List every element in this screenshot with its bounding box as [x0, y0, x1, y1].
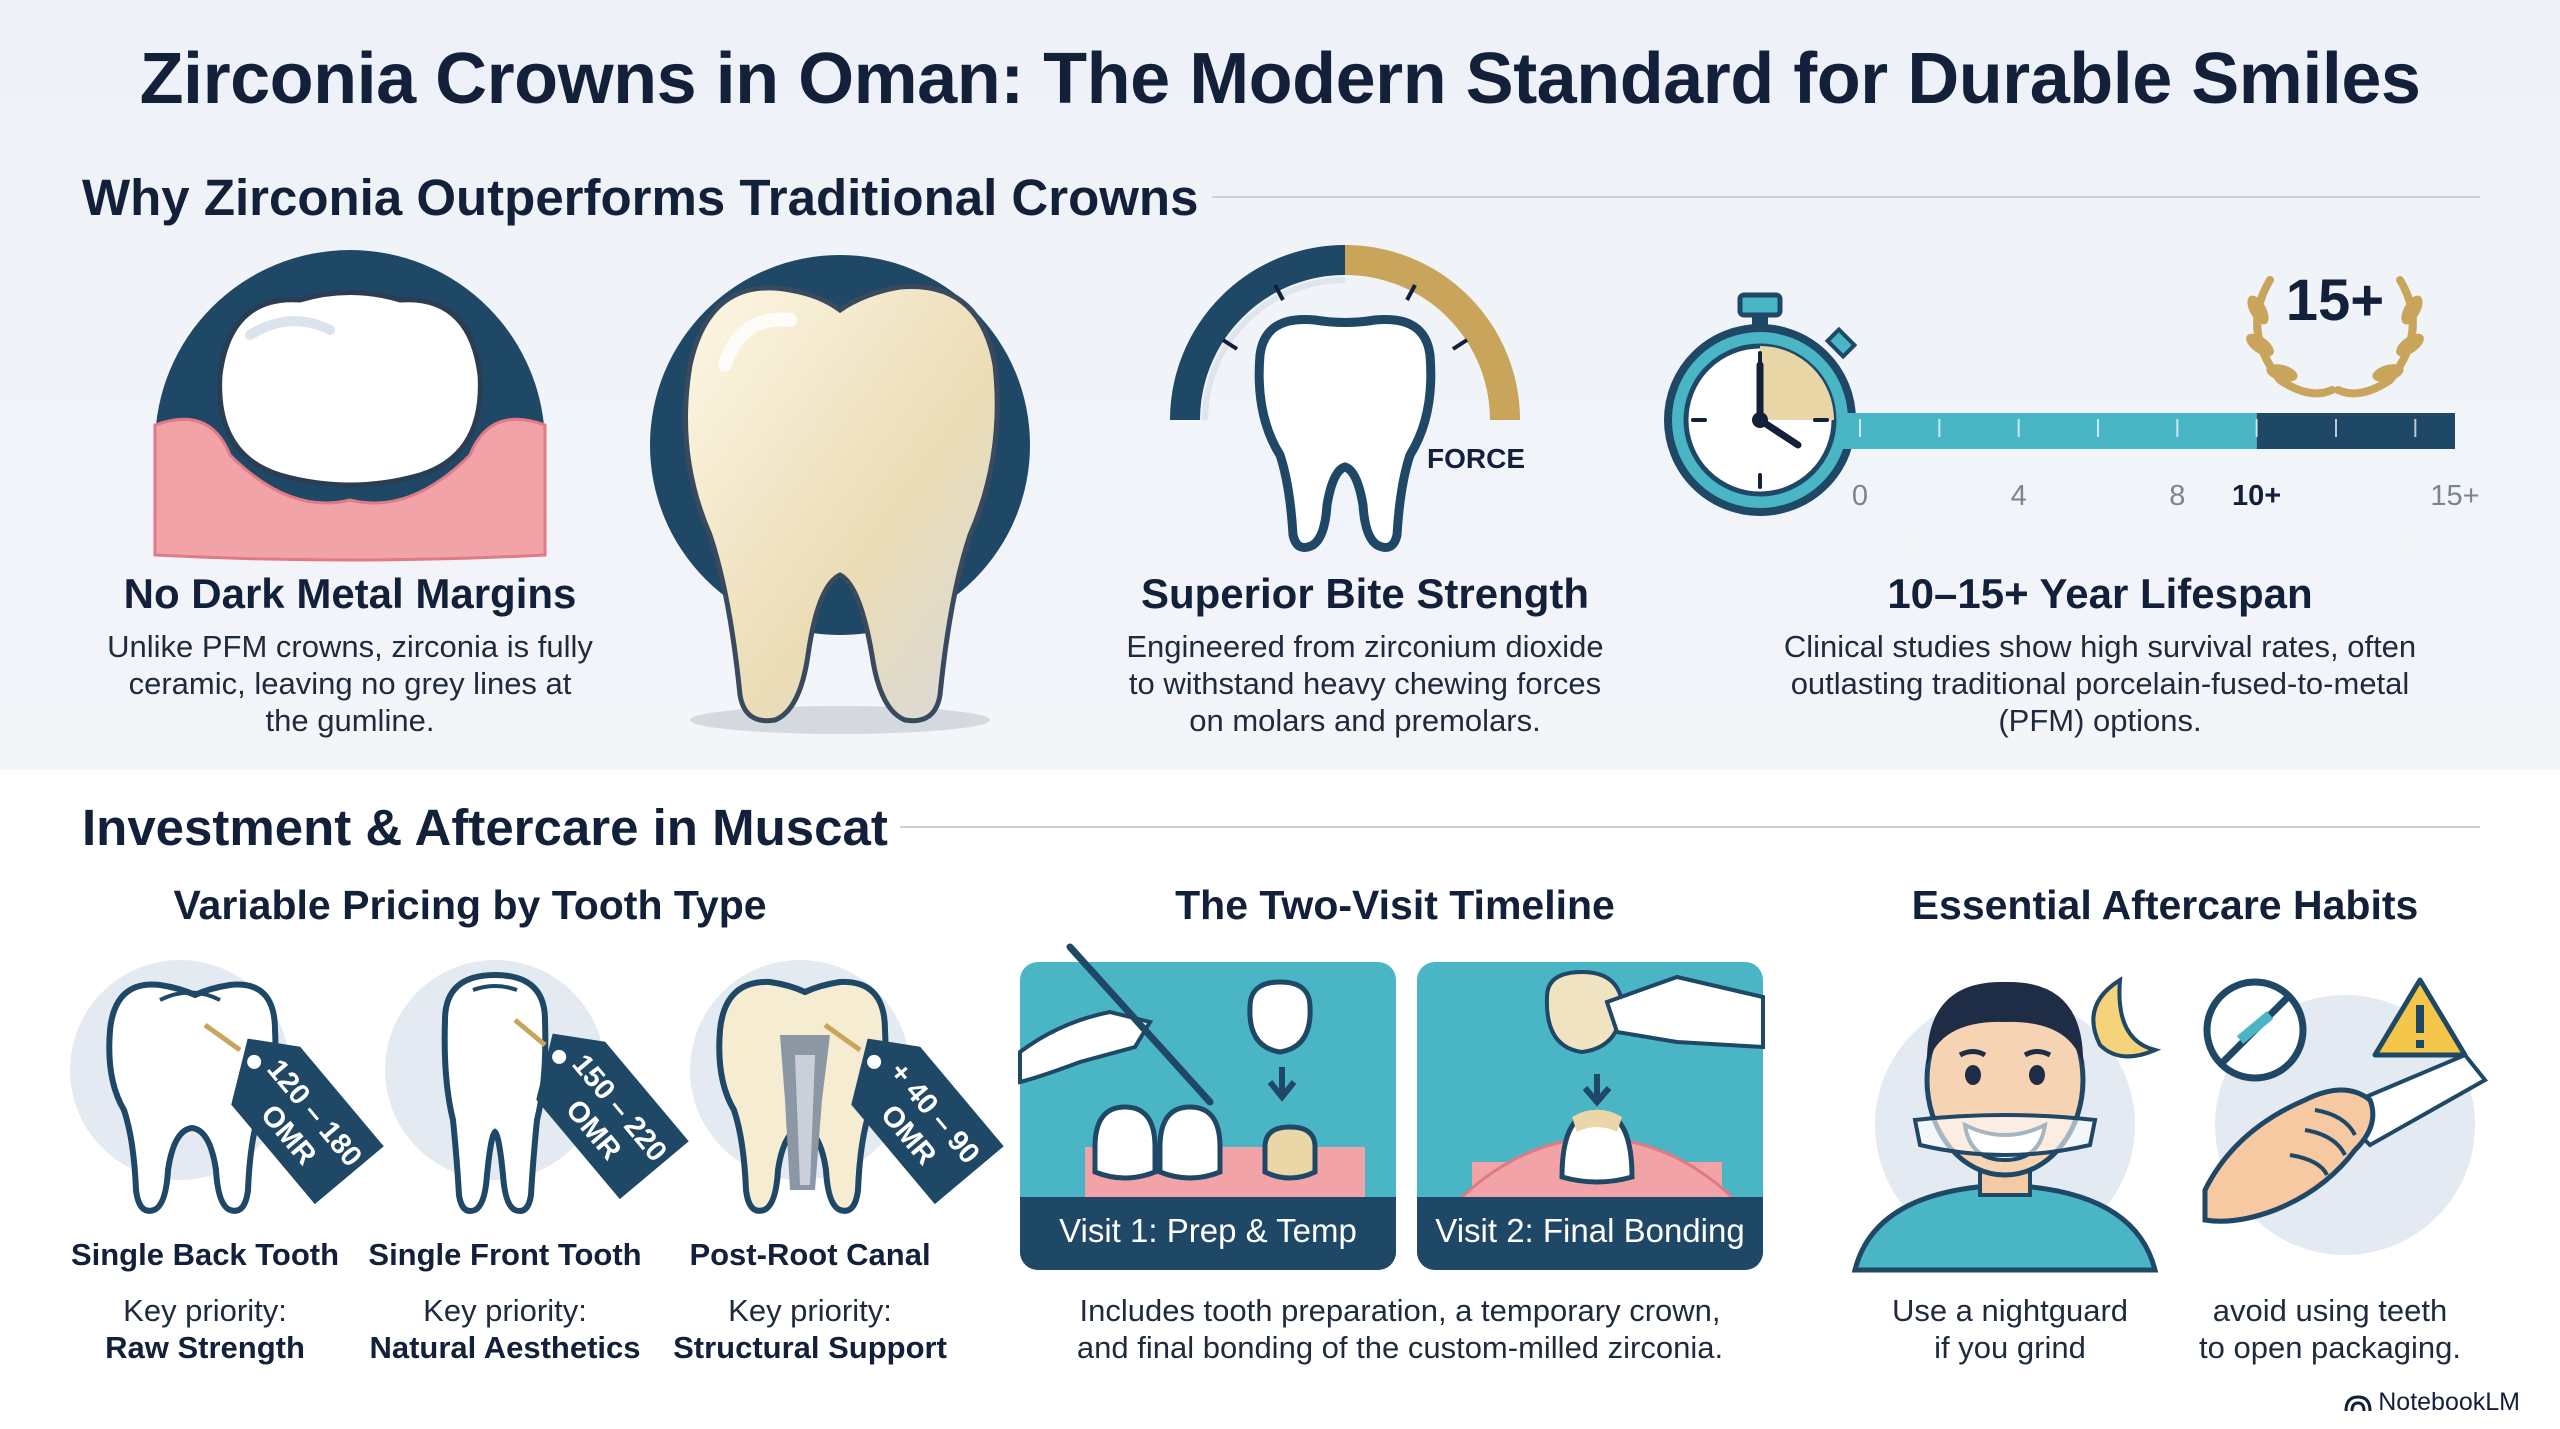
gauge-gold-arc [1344, 245, 1520, 421]
front-tooth-price-tag: 150 – 220 OMR [385, 960, 689, 1214]
timeline-bar [1840, 413, 2455, 449]
tooth-outline-shape [1254, 314, 1436, 552]
tooth-shape [683, 283, 1000, 724]
large-tooth-illustration [650, 255, 1030, 734]
notebooklm-icon [2344, 1394, 2372, 1411]
section-rule [1212, 196, 2480, 198]
timeline-tick-label: 8 [2169, 480, 2186, 512]
gum-shape [153, 417, 547, 562]
price-label-front-tooth: Single Front Tooth [368, 1237, 642, 1272]
feature-title-margins: No Dark Metal Margins [123, 570, 577, 617]
lifespan-illustration: 15+ [1664, 268, 2455, 516]
nightguard-illustration [1851, 976, 2162, 1273]
pricing-heading: Variable Pricing by Tooth Type [173, 882, 767, 928]
visit-1-panel [1018, 943, 1396, 1270]
timeline-filled-segment [1840, 413, 2257, 449]
section-heading-investment: Investment & Aftercare in Muscat [82, 799, 888, 856]
priority-root-canal: Key priority: Structural Support [673, 1293, 947, 1365]
priority-back-tooth: Key priority: Raw Strength [105, 1293, 305, 1365]
feature-desc-lifespan: Clinical studies show high survival rate… [1783, 629, 2417, 738]
price-label-root-canal: Post-Root Canal [689, 1237, 931, 1272]
white-crown-shape [217, 290, 483, 488]
back-tooth-price-tag: 120 – 180 OMR [70, 960, 384, 1214]
no-packaging-illustration [2202, 977, 2489, 1255]
priority-front-tooth: Key priority: Natural Aesthetics [369, 1293, 641, 1365]
gauge-navy-arc [1170, 245, 1346, 421]
crown-gum-illustration [153, 250, 547, 562]
feature-desc-margins: Unlike PFM crowns, zirconia is fully cer… [107, 629, 593, 738]
visit-2-panel [1417, 962, 1765, 1270]
visit-2-label: Visit 2: Final Bonding [1435, 1212, 1745, 1249]
gauge-force-label: FORCE [1427, 443, 1525, 474]
lifespan-badge-text: 15+ [2286, 268, 2384, 333]
timeline-heading: The Two-Visit Timeline [1175, 882, 1615, 928]
habit-packaging-text: avoid using teeth to open packaging. [2199, 1293, 2461, 1365]
timeline-desc: Includes tooth preparation, a temporary … [1076, 1293, 1724, 1365]
page-title: Zirconia Crowns in Oman: The Modern Stan… [139, 39, 2421, 119]
feature-title-lifespan: 10–15+ Year Lifespan [1887, 570, 2313, 617]
bite-force-gauge-illustration: FORCE [1170, 245, 1525, 552]
timeline-tick-label: 10+ [2232, 480, 2282, 512]
brand-footer: NotebookLM [2344, 1388, 2520, 1417]
feature-desc-strength: Engineered from zirconium dioxide to wit… [1126, 629, 1604, 738]
habit-nightguard-text: Use a nightguard if you grind [1891, 1293, 2129, 1365]
timeline-remaining-segment [2256, 413, 2455, 449]
timeline-tick-label: 0 [1851, 480, 1869, 512]
timeline-tick-label: 4 [2010, 480, 2027, 512]
timeline-tick-label: 15+ [2430, 480, 2480, 512]
laurel-badge: 15+ [2246, 268, 2424, 398]
feature-title-strength: Superior Bite Strength [1140, 570, 1590, 617]
visit-1-label: Visit 1: Prep & Temp [1059, 1212, 1357, 1249]
section-heading-why: Why Zirconia Outperforms Traditional Cro… [82, 169, 1199, 226]
section-rule [900, 826, 2480, 828]
price-label-back-tooth: Single Back Tooth [70, 1237, 340, 1272]
aftercare-heading: Essential Aftercare Habits [1911, 882, 2419, 928]
root-canal-price-tag: + 40 – 90 OMR [690, 960, 1004, 1214]
